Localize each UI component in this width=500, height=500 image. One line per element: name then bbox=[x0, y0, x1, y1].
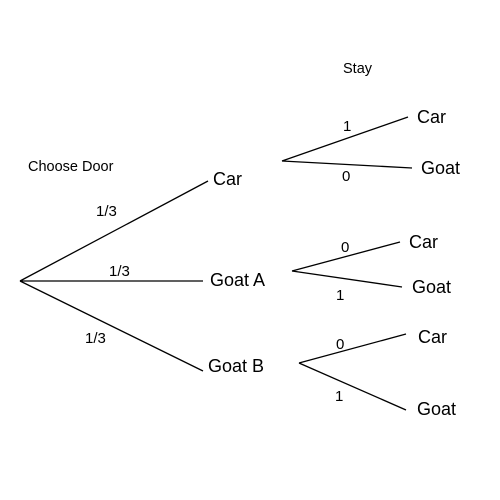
outcome-goat-a-stay-car: Car bbox=[409, 232, 438, 252]
probability-label-car-stay-goat: 0 bbox=[342, 168, 350, 185]
branch-car-to-goat bbox=[281, 160, 413, 169]
probability-label-goat-b-stay-car: 0 bbox=[336, 336, 344, 353]
probability-label-car: 1/3 bbox=[96, 203, 117, 220]
node-car: Car bbox=[213, 169, 242, 189]
probability-label-goat-b-stay-goat: 1 bbox=[335, 388, 343, 405]
probability-label-goat-b: 1/3 bbox=[85, 330, 106, 347]
outcome-goat-a-stay-goat: Goat bbox=[412, 277, 451, 297]
node-goat-b: Goat B bbox=[208, 356, 264, 376]
outcome-goat-b-stay-car: Car bbox=[418, 327, 447, 347]
outcome-car-stay-goat: Goat bbox=[421, 158, 460, 178]
probability-label-goat-a-stay-car: 0 bbox=[341, 239, 349, 256]
probability-label-goat-a-stay-goat: 1 bbox=[336, 287, 344, 304]
branch-root-to-goat-b bbox=[19, 280, 204, 372]
branch-root-to-car bbox=[19, 180, 209, 282]
branch-car-to-car bbox=[281, 116, 409, 162]
branch-goat-b-to-car bbox=[298, 333, 407, 364]
choose-door-header: Choose Door bbox=[28, 159, 114, 175]
branch-goat-a-to-car bbox=[291, 241, 401, 272]
branch-goat-a-to-goat bbox=[291, 270, 403, 288]
outcome-goat-b-stay-goat: Goat bbox=[417, 399, 456, 419]
outcome-car-stay-car: Car bbox=[417, 107, 446, 127]
node-goat-a: Goat A bbox=[210, 270, 265, 290]
stay-header: Stay bbox=[343, 61, 373, 77]
probability-label-goat-a: 1/3 bbox=[109, 263, 130, 280]
probability-label-car-stay-car: 1 bbox=[343, 118, 351, 135]
branch-goat-b-to-goat bbox=[298, 362, 407, 411]
